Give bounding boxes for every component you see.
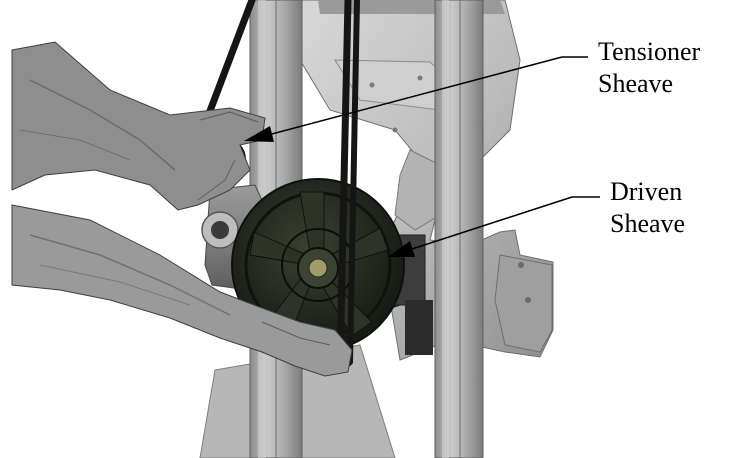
tensioner-sheave-label: Tensioner Sheave xyxy=(598,36,700,100)
tensioner-label-line2: Sheave xyxy=(598,68,700,100)
driven-label-line1: Driven xyxy=(610,176,685,208)
driven-label-line2: Sheave xyxy=(610,208,685,240)
tensioner-label-line1: Tensioner xyxy=(598,36,700,68)
driven-sheave-label: Driven Sheave xyxy=(610,176,685,240)
